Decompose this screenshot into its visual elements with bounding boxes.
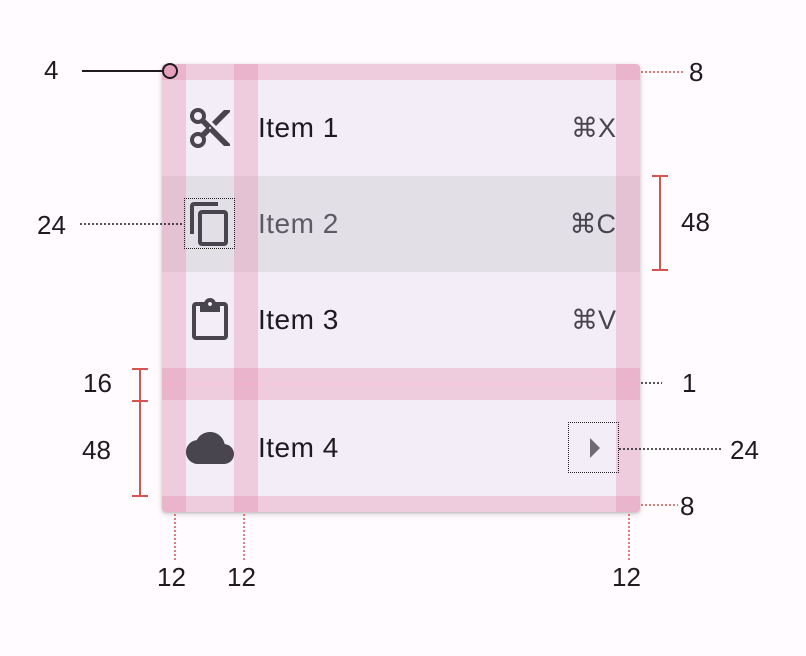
top-padding-label: 8: [689, 57, 704, 87]
icon-size-marker: [184, 198, 235, 249]
menu-divider: [162, 383, 640, 385]
menu-item-label: Item 3: [258, 304, 339, 335]
divider-thickness-label: 1: [682, 368, 697, 398]
corner-radius-label: 4: [44, 55, 59, 85]
menu-item-2[interactable]: Item 2 ⌘C: [162, 176, 640, 272]
icon-size-label: 24: [37, 210, 66, 240]
menu-item-shortcut: ⌘V: [570, 305, 616, 335]
left-padding-label: 12: [157, 562, 186, 592]
cloud-icon: [186, 424, 234, 472]
bottom-padding-label: 8: [680, 491, 695, 521]
arrow-right-icon: [570, 424, 618, 472]
menu-item-4[interactable]: Item 4: [162, 400, 640, 496]
menu-item-label: Item 2: [258, 208, 339, 239]
paste-icon: [186, 296, 234, 344]
menu-item-shortcut: ⌘X: [570, 113, 616, 143]
menu-item-label: Item 4: [258, 432, 339, 463]
menu-item-label: Item 1: [258, 112, 339, 143]
item4-height-label: 48: [82, 435, 111, 465]
copy-icon: [186, 200, 234, 248]
trailing-icon-size-label: 24: [730, 435, 759, 465]
cut-icon: [186, 104, 234, 152]
item-height-label: 48: [681, 207, 710, 237]
divider-padding-label: 16: [83, 368, 112, 398]
menu-item-shortcut: ⌘C: [569, 209, 617, 239]
menu-item-3[interactable]: Item 3 ⌘V: [162, 272, 640, 368]
icon-gap-label: 12: [227, 562, 256, 592]
right-padding-label: 12: [612, 562, 641, 592]
trailing-icon-size-marker: [568, 422, 619, 473]
menu-item-1[interactable]: Item 1 ⌘X: [162, 80, 640, 176]
